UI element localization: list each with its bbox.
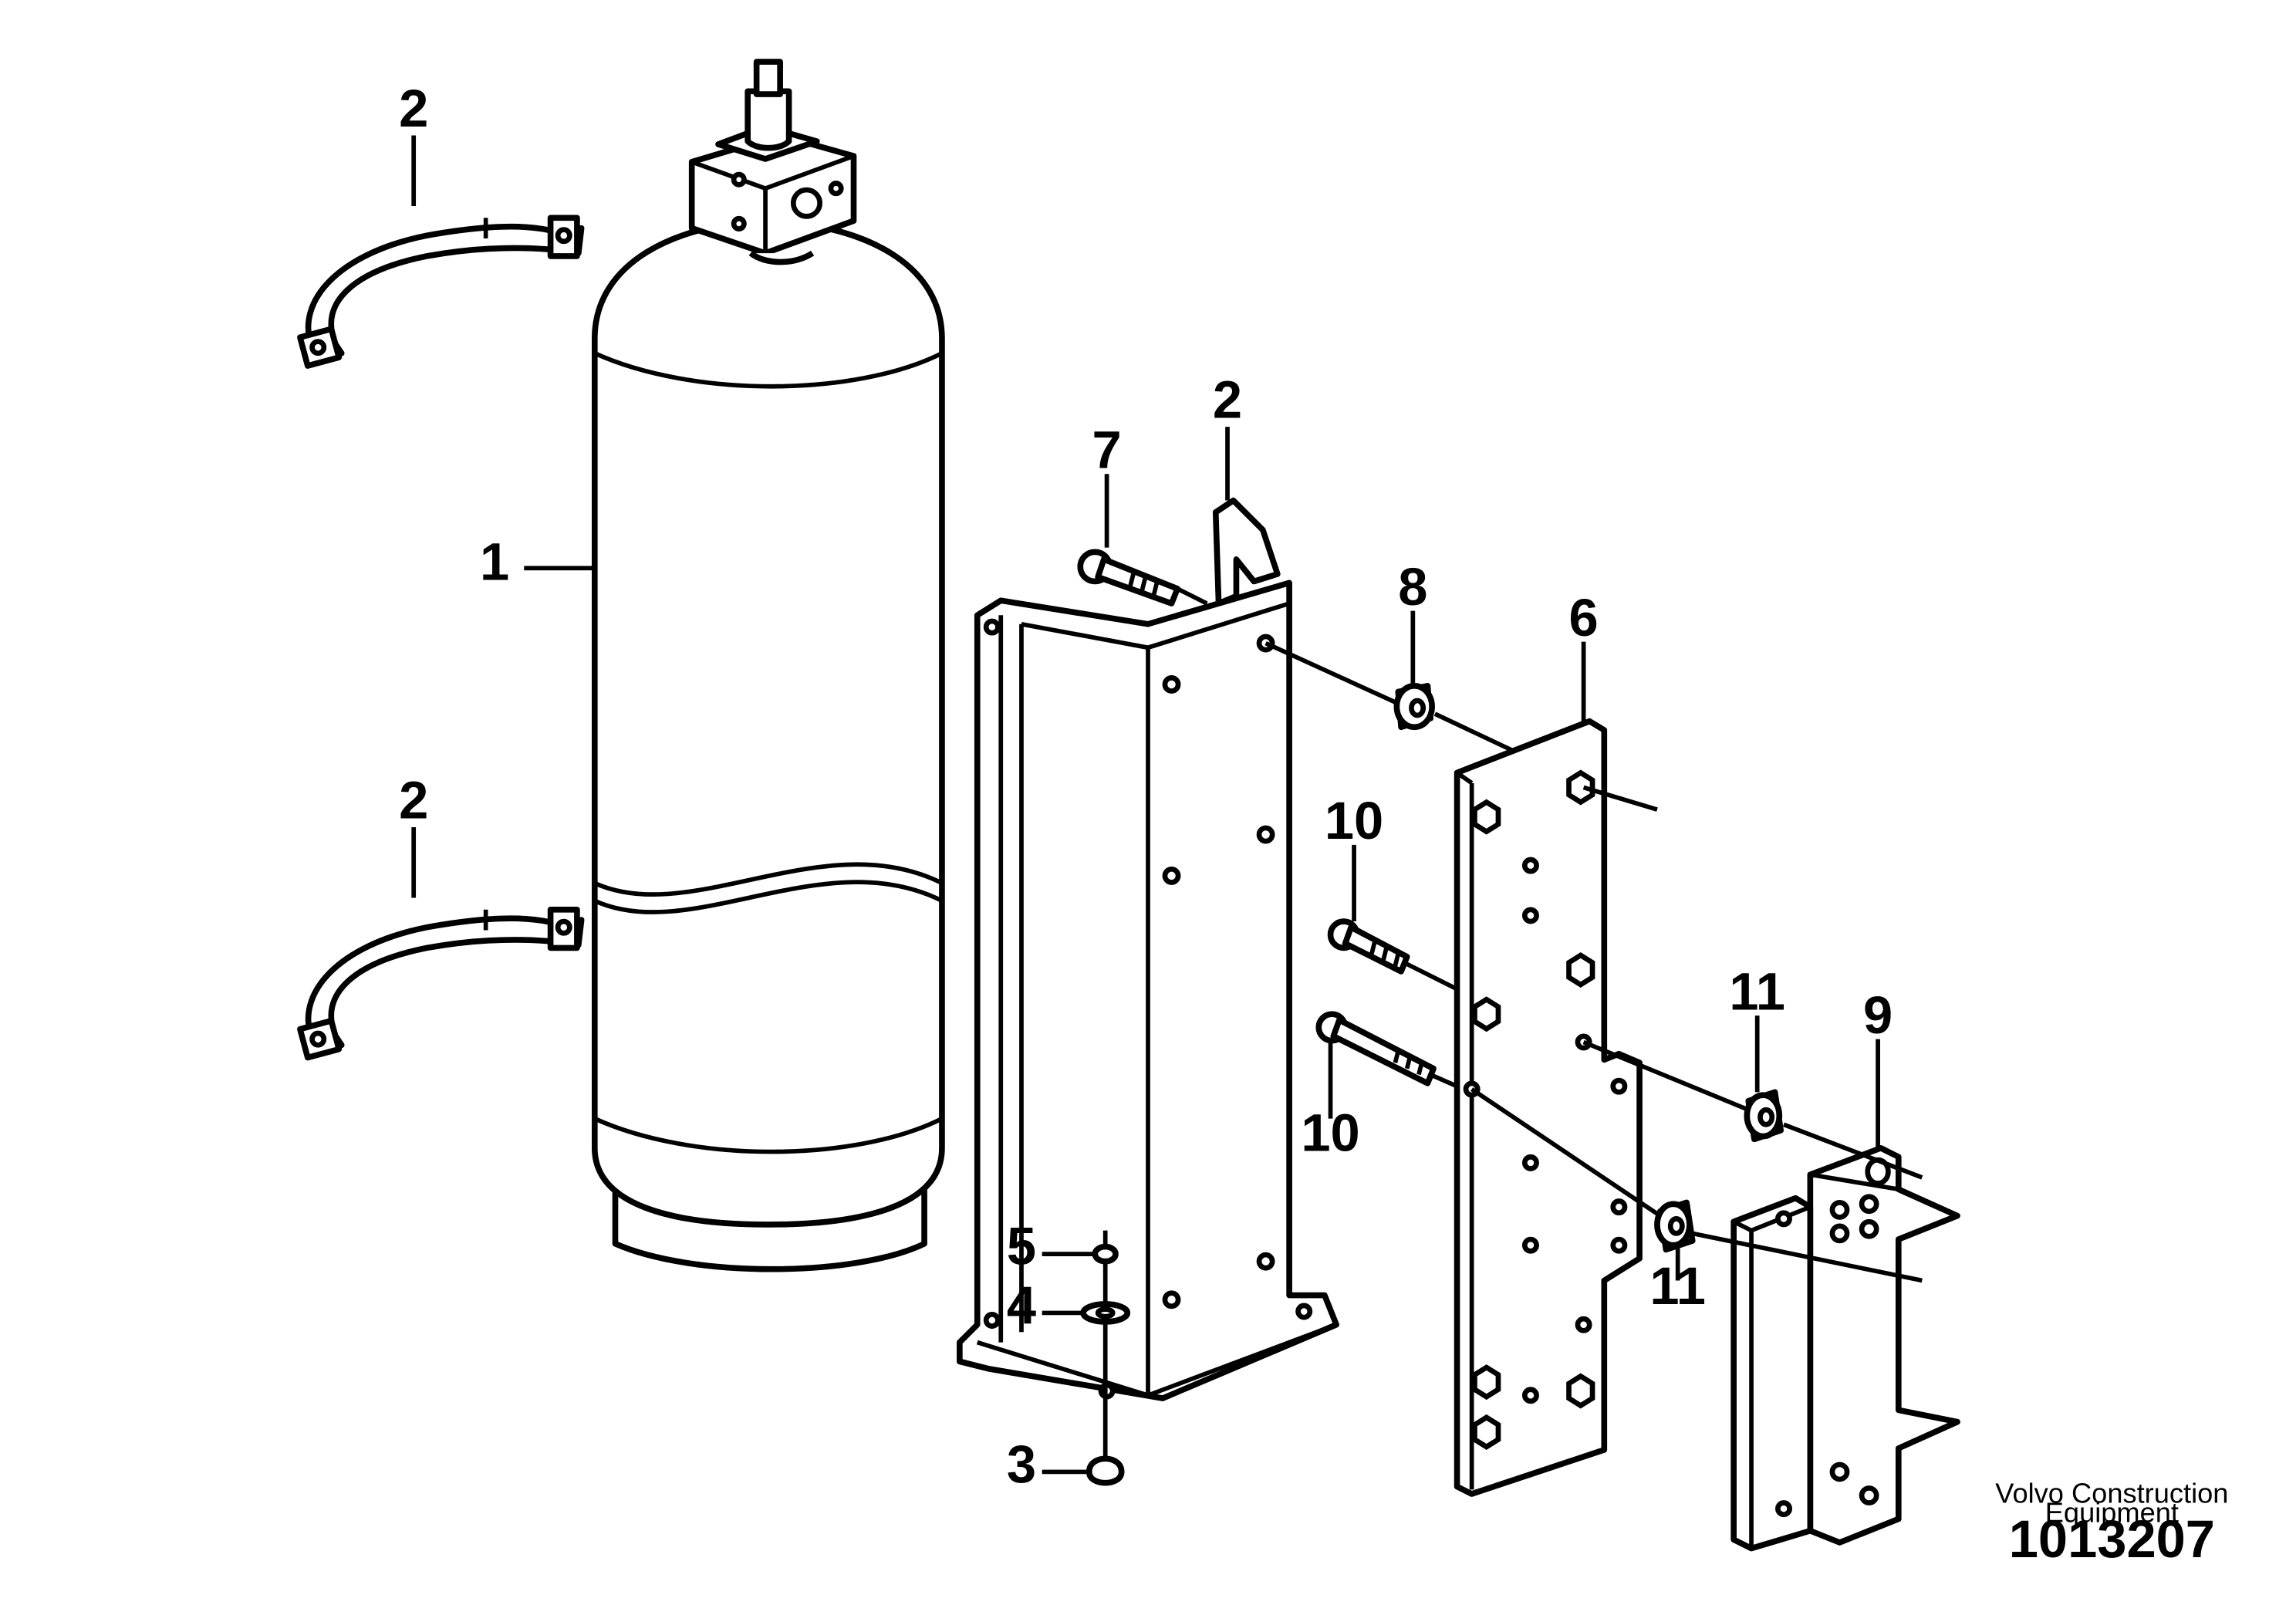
spacer-right-upper <box>1744 1089 1784 1143</box>
callout-4: 4 <box>1007 1276 1036 1335</box>
callout-3: 3 <box>1007 1434 1036 1494</box>
callout-10-lower: 10 <box>1301 1103 1359 1163</box>
callout-11-upper: 11 <box>1729 962 1785 1022</box>
spacer-upper <box>1393 683 1435 731</box>
brand-line-2: Equipment <box>2045 1496 2179 1528</box>
assembly-lines <box>1176 586 1923 1283</box>
callout-2-lower-clamp: 2 <box>399 771 428 830</box>
clamp-band-upper <box>297 215 585 369</box>
callout-11-lower: 11 <box>1649 1256 1706 1316</box>
callout-7: 7 <box>1092 421 1121 480</box>
brand-line-1: Volvo Construction <box>1995 1477 2228 1509</box>
callout-10-upper: 10 <box>1325 791 1383 850</box>
side-bracket <box>1730 1144 1960 1552</box>
callout-9: 9 <box>1863 985 1893 1045</box>
extinguisher-cylinder <box>591 59 945 1272</box>
drawing-footer: Volvo Construction Equipment 1013207 <box>1995 1477 2228 1569</box>
callout-8: 8 <box>1398 557 1427 617</box>
spacer-right-lower <box>1654 1199 1696 1253</box>
callout-6: 6 <box>1569 588 1599 647</box>
clamp-band-lower <box>297 906 585 1061</box>
callout-leaders <box>411 135 1880 1475</box>
callout-5: 5 <box>1007 1216 1036 1276</box>
callout-1: 1 <box>480 532 509 592</box>
mounting-plate <box>1454 718 1643 1497</box>
bolt-lower <box>1315 1011 1437 1086</box>
bolt-top <box>1077 549 1180 607</box>
bolt-upper <box>1327 918 1410 975</box>
drawing-number: 1013207 <box>2009 1509 2215 1569</box>
nut-washer-screw <box>1080 1230 1131 1486</box>
mounting-bracket <box>957 497 1339 1401</box>
callout-2-upper-clamp: 2 <box>399 79 428 138</box>
callout-labels: 1 2 2 2 3 4 5 6 7 8 9 10 10 11 11 <box>399 79 1893 1494</box>
callout-2-bracket: 2 <box>1213 370 1242 430</box>
